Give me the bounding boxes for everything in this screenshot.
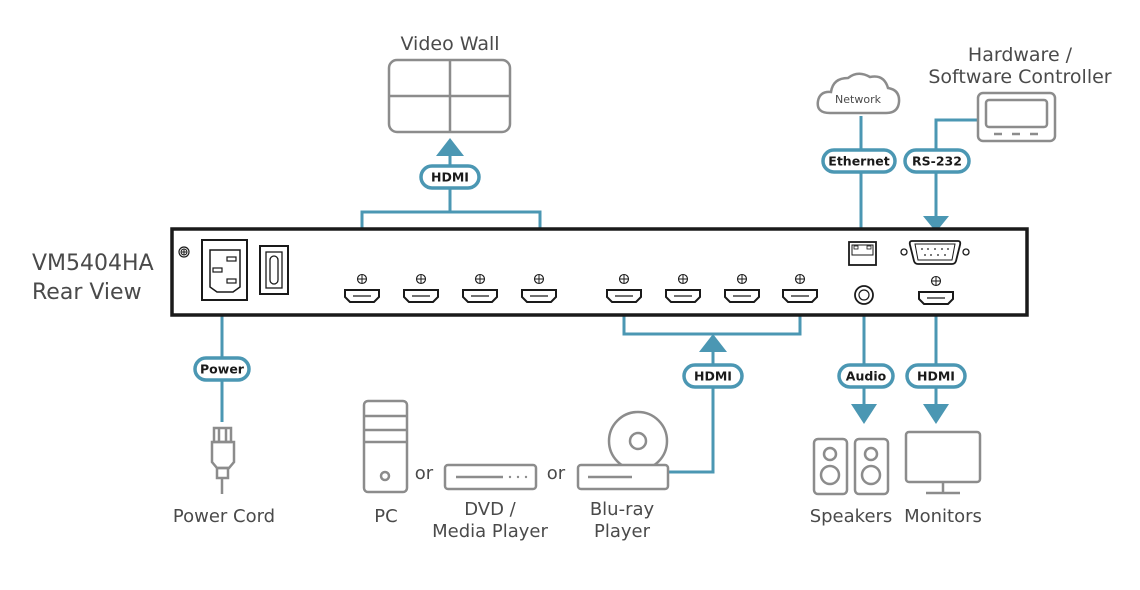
arrow-down-speakers-icon <box>851 404 877 424</box>
hdmi-input-port <box>606 273 642 303</box>
pc-tower-icon <box>362 399 409 494</box>
source-dvd: DVD / Media Player <box>432 463 548 542</box>
arrow-up-input-icon <box>699 334 727 352</box>
ethernet-port <box>848 241 877 266</box>
hdmi-in-pill-label: HDMI <box>694 369 732 384</box>
audio-jack <box>854 285 874 305</box>
hdmi-ports <box>344 273 954 305</box>
source-bluray: Blu-ray Player <box>576 410 670 542</box>
speakers: Speakers <box>810 437 893 527</box>
network-cloud-icon <box>816 72 901 115</box>
monitor-icon <box>904 430 982 495</box>
hdmi-input-port <box>782 273 818 303</box>
audio-pill-label: Audio <box>846 369 887 384</box>
ethernet-pill: Ethernet <box>821 148 897 174</box>
power-pill: Power <box>193 356 251 382</box>
network: Network <box>816 72 901 115</box>
controller: Hardware / Software Controller <box>928 44 1112 143</box>
power-plug-icon <box>210 426 236 494</box>
dvd-label-line2: Media Player <box>432 521 548 542</box>
or-label-1: or <box>415 463 434 484</box>
screw-icon <box>677 273 689 285</box>
hdmi-out-pill: HDMI <box>419 164 481 190</box>
controller-label-line1: Hardware / <box>968 44 1073 66</box>
speaker-icon <box>853 437 890 496</box>
hdmi-in-riser <box>668 352 715 474</box>
device-view-label: Rear View <box>32 280 142 305</box>
hdmi-monitor-pill-label: HDMI <box>917 369 955 384</box>
bluray-label-line1: Blu-ray <box>590 499 655 520</box>
chassis-outline <box>170 227 1029 317</box>
dvd-label-line1: DVD / <box>464 499 516 520</box>
power-pill-label: Power <box>200 362 245 377</box>
power-inlet-port <box>201 239 248 301</box>
rs232-pill: RS-232 <box>903 148 971 174</box>
ground-screw-icon <box>178 246 190 258</box>
hdmi-output-port <box>403 273 439 303</box>
screw-icon <box>533 273 545 285</box>
screw-icon <box>415 273 427 285</box>
hdmi-input-port <box>665 273 701 303</box>
screw-icon <box>474 273 486 285</box>
screw-icon <box>794 273 806 285</box>
hdmi-monitor-pill: HDMI <box>905 363 967 389</box>
speakers-label: Speakers <box>810 506 893 527</box>
rs232-port <box>900 240 970 265</box>
rs232-cable <box>934 118 978 216</box>
arrow-down-monitors-icon <box>923 404 949 424</box>
controller-label-line2: Software Controller <box>928 66 1111 88</box>
hdmi-output-port <box>344 273 380 303</box>
screw-icon <box>736 273 748 285</box>
network-label: Network <box>835 93 882 106</box>
hdmi-output-port <box>521 273 557 303</box>
hdmi-monitor-port <box>918 275 954 305</box>
screw-icon <box>618 273 630 285</box>
speaker-icon <box>812 437 849 496</box>
video-wall: Video Wall <box>387 33 512 134</box>
monitors-label: Monitors <box>904 506 982 527</box>
video-wall-label: Video Wall <box>400 33 499 55</box>
bluray-label-line2: Player <box>594 521 651 542</box>
screw-icon <box>930 275 942 287</box>
ethernet-pill-label: Ethernet <box>828 154 889 169</box>
power-cord: Power Cord <box>173 426 275 527</box>
audio-pill: Audio <box>837 363 895 389</box>
hdmi-output-port <box>462 273 498 303</box>
hdmi-input-port <box>724 273 760 303</box>
power-switch <box>259 245 289 295</box>
rs232-pill-label: RS-232 <box>912 154 962 169</box>
vm5404ha-chassis <box>170 227 1029 317</box>
hdmi-in-cable <box>622 306 802 336</box>
arrow-down-rs232-icon <box>923 216 949 232</box>
monitors: Monitors <box>904 430 982 527</box>
hdmi-out-pill-label: HDMI <box>431 170 469 185</box>
source-pc: PC <box>362 399 409 527</box>
device-model-label: VM5404HA <box>32 251 154 276</box>
bluray-disc-icon <box>607 410 669 472</box>
power-cord-label: Power Cord <box>173 506 275 527</box>
controller-icon <box>976 91 1057 143</box>
or-label-2: or <box>547 463 566 484</box>
screw-icon <box>356 273 368 285</box>
pc-label: PC <box>374 506 397 527</box>
hdmi-in-pill: HDMI <box>682 363 744 389</box>
arrow-up-video-wall-icon <box>436 138 464 156</box>
